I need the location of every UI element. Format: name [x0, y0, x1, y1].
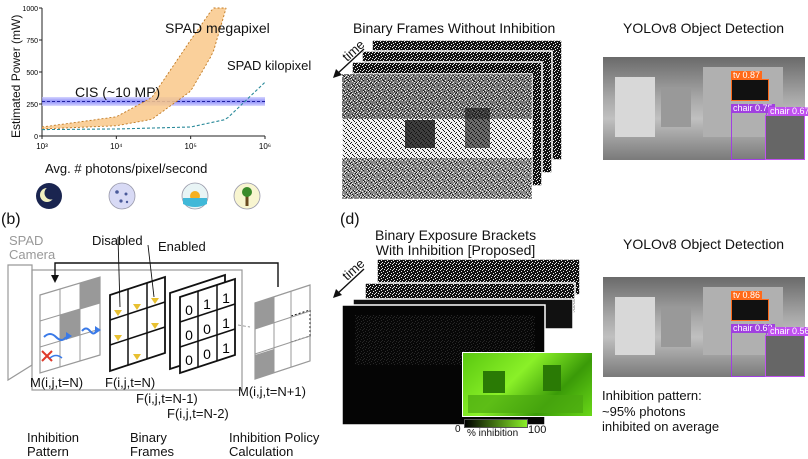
y-tick-label: 0	[34, 134, 38, 141]
starlight-icon	[108, 182, 136, 210]
binary-frames-title: Binary Frames Without Inhibition	[353, 20, 556, 36]
disabled-label: Disabled	[92, 233, 143, 248]
label-f-n2: F(i,j,t=N-2)	[167, 406, 229, 421]
bottom-label-frames: Binary Frames	[130, 430, 175, 459]
yolo-title-top: YOLOv8 Object Detection	[623, 20, 785, 36]
enabled-label: Enabled	[158, 239, 206, 254]
x-tick-label: 10³	[36, 142, 48, 151]
detection-label-chair: chair 0.75	[731, 103, 775, 113]
y-axis-label: Estimated Power (mW)	[9, 14, 23, 138]
detection-label-tv-b: tv 0.86	[731, 290, 763, 300]
detection-label-tv: tv 0.87	[731, 70, 763, 80]
frame-digit: 0	[203, 346, 211, 362]
detection-box-chair-b2	[765, 335, 805, 377]
spad-megapixel-label: SPAD megapixel	[165, 20, 270, 36]
series-lower-spad-megapixel	[41, 7, 227, 130]
yolo-image-bottom: tv 0.86 chair 0.63 chair 0.56	[603, 277, 808, 377]
colorbar-label: % inhibition	[467, 428, 519, 439]
bottom-label-pattern: Inhibition Pattern	[27, 430, 80, 459]
series-upper-spad-megapixel	[41, 7, 227, 128]
detection-label-chair-b2: chair 0.56	[768, 327, 808, 336]
binary-frame-stack	[341, 39, 563, 200]
binary-frame-grid-n2	[179, 277, 236, 375]
inhibition-caption: Inhibition pattern: ~95% photons inhibit…	[602, 388, 720, 435]
next-mask-grid	[254, 284, 311, 380]
panel-d-letter: (d)	[340, 211, 360, 228]
frame-digit: 1	[222, 340, 230, 356]
detection-label-chair-b: chair 0.63	[731, 323, 775, 333]
colorbar	[464, 419, 528, 428]
sunrise-icon	[181, 182, 209, 210]
detection-box-tv-b	[731, 299, 769, 321]
frame-digit: 0	[185, 327, 193, 343]
label-f-n1: F(i,j,t=N-1)	[136, 391, 198, 406]
spad-kilopixel-label: SPAD kilopixel	[227, 58, 312, 73]
detection-box-chair-b	[731, 332, 767, 377]
colorbar-max: 100	[528, 424, 547, 436]
frame-digit: 1	[222, 315, 230, 331]
frame-digit: 1	[222, 290, 230, 306]
y-tick-label: 1000	[22, 6, 38, 13]
x-tick-label: 10⁴	[110, 142, 123, 151]
label-m-n1: M(i,j,t=N+1)	[238, 384, 306, 399]
cis-label: CIS (~10 MP)	[75, 84, 161, 100]
power-chart: 0 250 500 750 1000 10³ 10⁴ 10⁵ 10⁶	[22, 6, 271, 151]
detection-label-chair-2: chair 0.67	[768, 107, 808, 116]
inhibition-mask-grid	[39, 276, 101, 374]
series-line-spad-kilopixel	[42, 81, 266, 131]
detection-box-chair-2	[765, 115, 805, 160]
detection-box-tv	[731, 79, 769, 101]
x-tick-label: 10⁵	[185, 142, 197, 151]
label-f-n: F(i,j,t=N)	[105, 375, 156, 390]
panel-b-letter: (b)	[1, 211, 21, 228]
inhibition-heatmap	[462, 352, 593, 417]
x-tick-label: 10⁶	[259, 142, 271, 151]
y-tick-label: 500	[26, 70, 38, 77]
frame-digit: 0	[203, 321, 211, 337]
lighting-icons	[36, 182, 261, 210]
time-arrow-bottom	[333, 268, 365, 298]
x-axis-label: Avg. # photons/pixel/second	[45, 161, 208, 176]
yolo-title-bottom: YOLOv8 Object Detection	[623, 236, 785, 252]
yolo-image-top: tv 0.87 chair 0.75 chair 0.67	[603, 57, 808, 160]
daylight-tree-icon	[233, 182, 261, 210]
binary-frame-grid-n	[109, 236, 166, 373]
spad-camera-label: SPAD Camera	[9, 233, 56, 263]
y-tick-label: 750	[26, 38, 38, 45]
label-m-n: M(i,j,t=N)	[30, 375, 84, 390]
brackets-title: Binary Exposure Brackets With Inhibition…	[375, 227, 537, 258]
time-arrow-top	[333, 48, 365, 78]
frame-digit: 0	[185, 302, 193, 318]
colorbar-min: 0	[455, 424, 461, 435]
frame-digit: 1	[203, 296, 211, 312]
night-moon-icon	[36, 183, 62, 209]
detection-box-chair	[731, 112, 767, 160]
frame-digit: 0	[185, 352, 193, 368]
y-tick-label: 250	[26, 102, 38, 109]
bottom-label-policy: Inhibition Policy Calculation	[229, 430, 320, 459]
